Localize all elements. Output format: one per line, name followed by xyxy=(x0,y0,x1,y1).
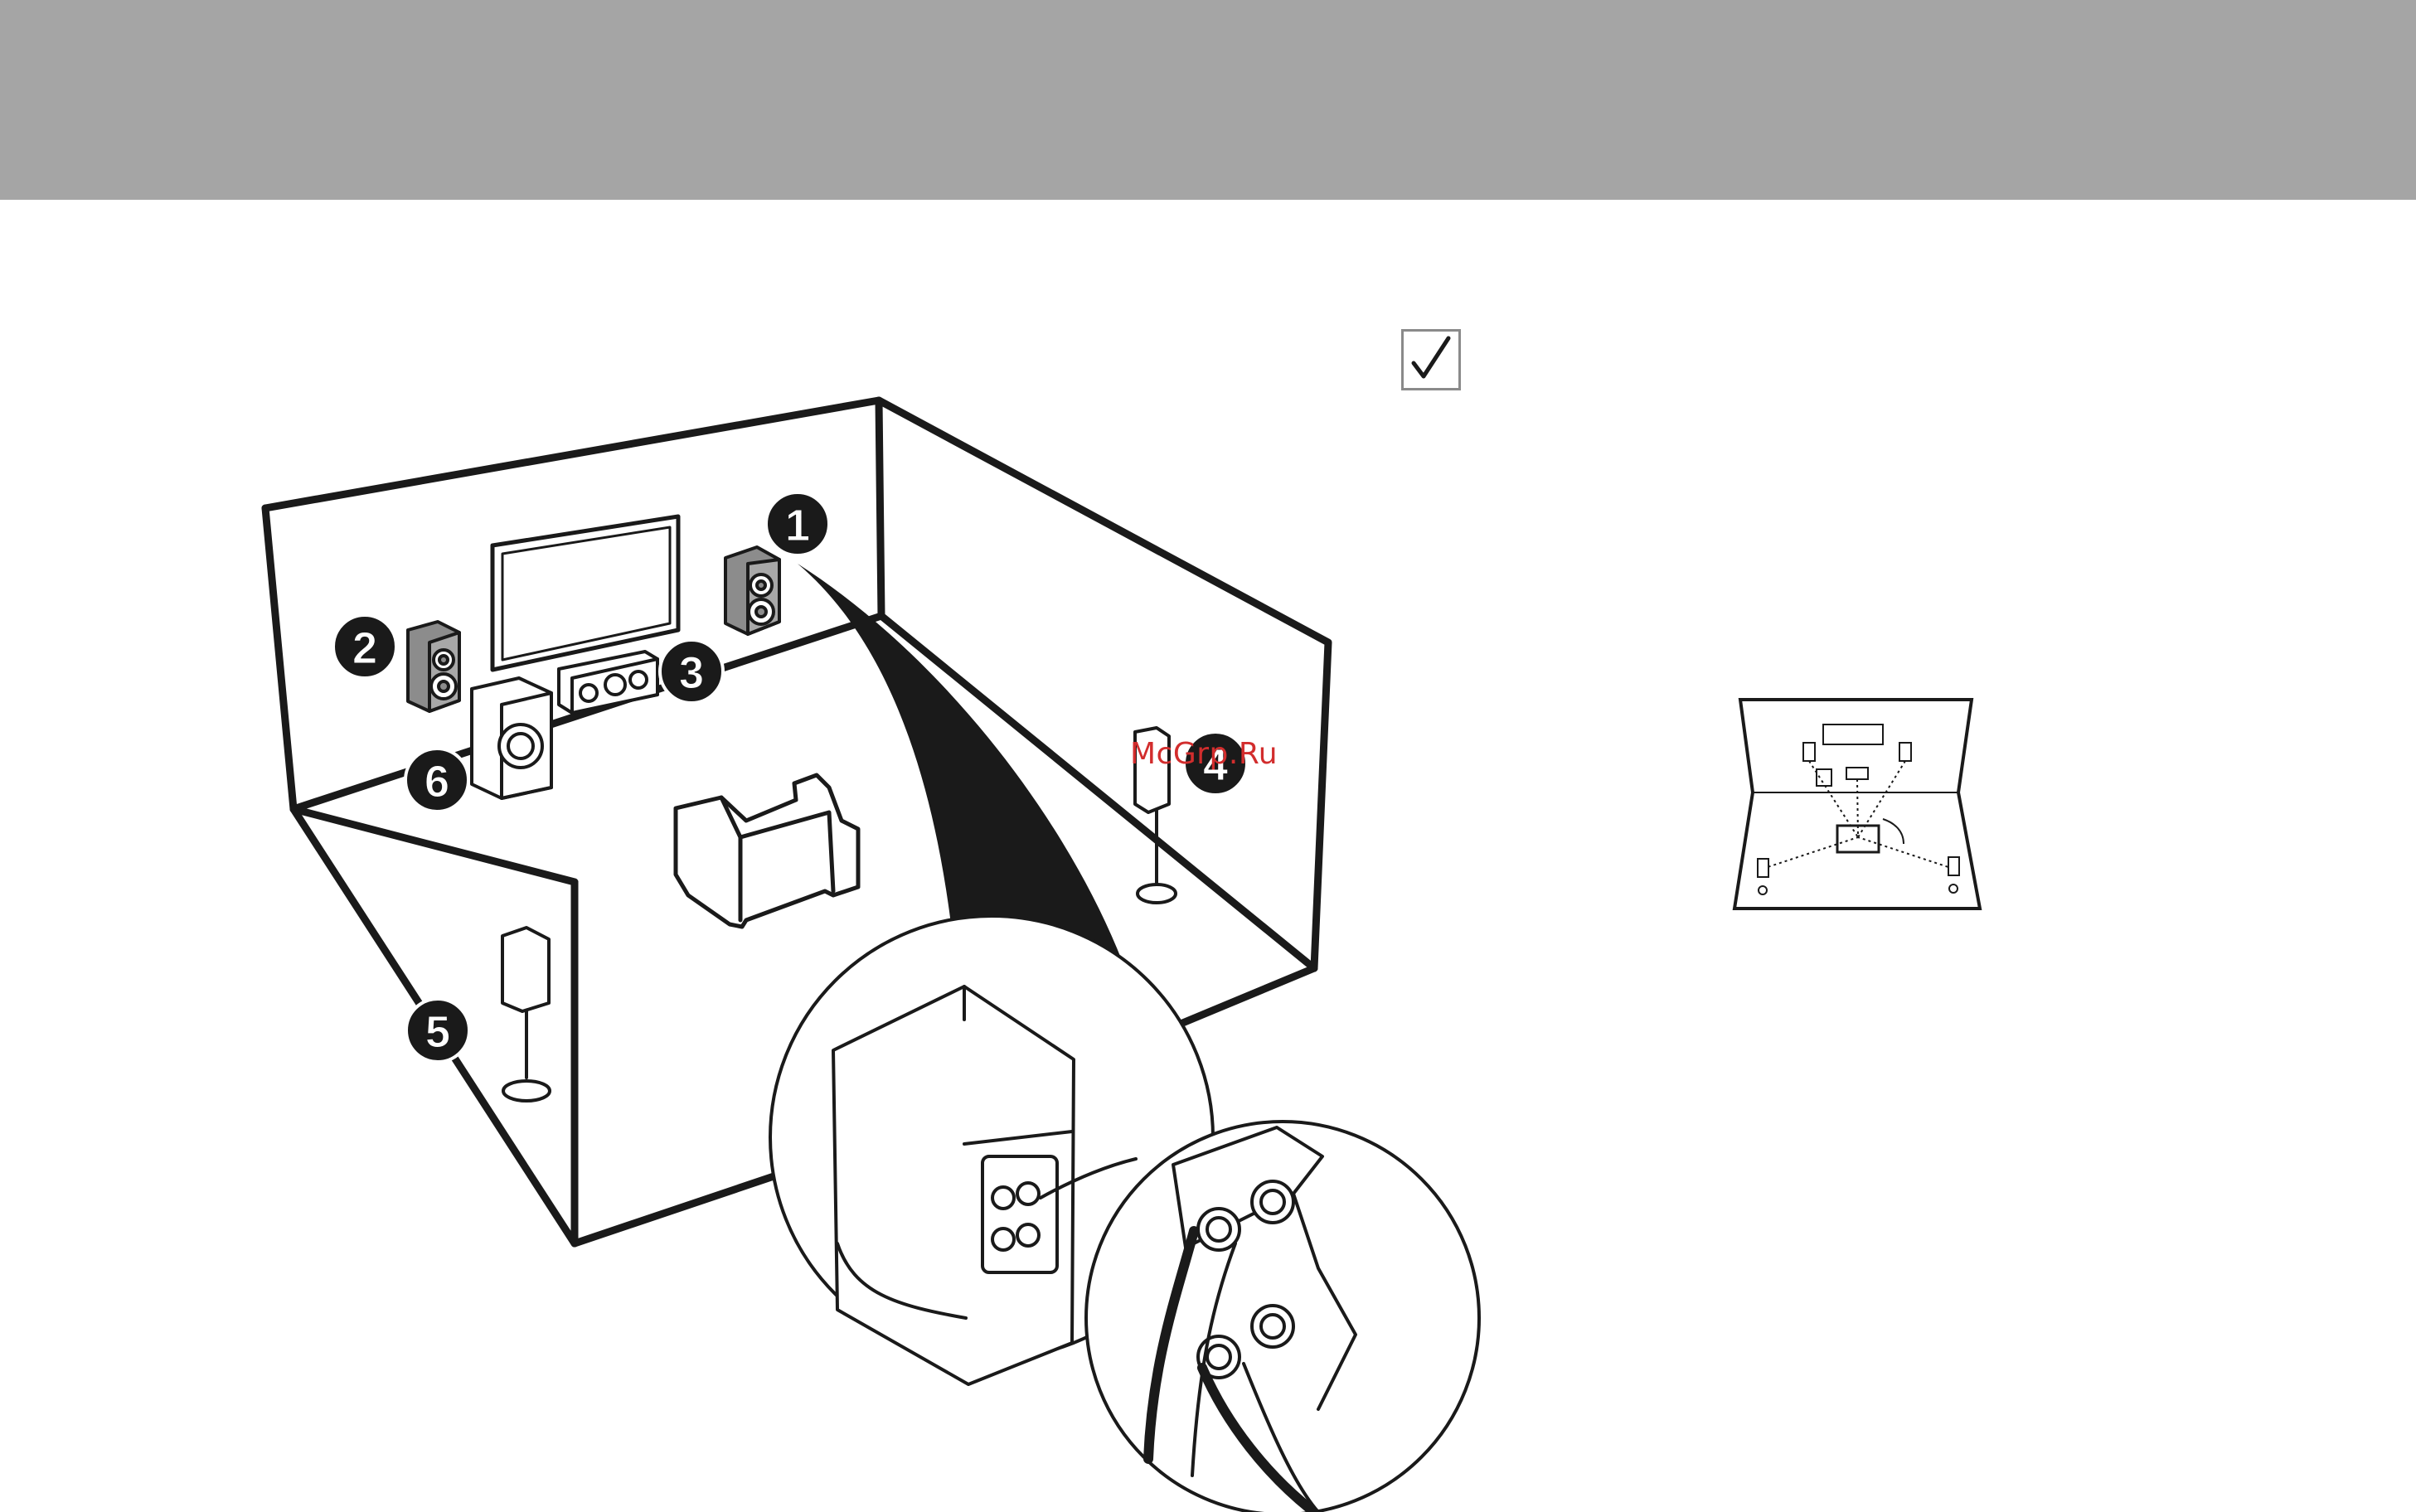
check-icon xyxy=(1404,332,1458,388)
badge-6: 6 xyxy=(405,749,468,812)
surround-left-speaker-icon xyxy=(502,928,550,1101)
badge-3: 3 xyxy=(660,640,723,703)
svg-text:2: 2 xyxy=(352,623,377,673)
mini-surround-left-icon xyxy=(1758,859,1768,877)
badge-1: 1 xyxy=(766,492,829,555)
center-speaker-icon xyxy=(559,652,657,713)
mini-center-icon xyxy=(1846,768,1868,779)
watermark-text: McGrp.Ru xyxy=(1130,737,1278,771)
tv-icon xyxy=(492,516,678,670)
zoom-circle-terminals xyxy=(1086,1122,1479,1512)
mini-front-left-icon xyxy=(1803,743,1815,761)
front-left-speaker-icon xyxy=(408,622,459,711)
mini-tv-icon xyxy=(1823,724,1883,744)
svg-text:5: 5 xyxy=(425,1007,450,1057)
mini-sofa-icon xyxy=(1837,826,1879,852)
mini-surround-right-icon xyxy=(1948,857,1959,875)
front-right-speaker-icon xyxy=(725,547,779,634)
badge-2: 2 xyxy=(333,615,396,678)
layout-plan-thumbnail xyxy=(1730,695,1987,914)
badge-5: 5 xyxy=(406,999,469,1062)
subwoofer-icon xyxy=(472,678,551,798)
mini-front-right-icon xyxy=(1899,743,1911,761)
sofa-icon xyxy=(676,775,858,927)
svg-text:6: 6 xyxy=(424,757,449,807)
svg-text:1: 1 xyxy=(785,501,810,550)
svg-text:3: 3 xyxy=(679,648,704,698)
check-box xyxy=(1401,329,1461,390)
